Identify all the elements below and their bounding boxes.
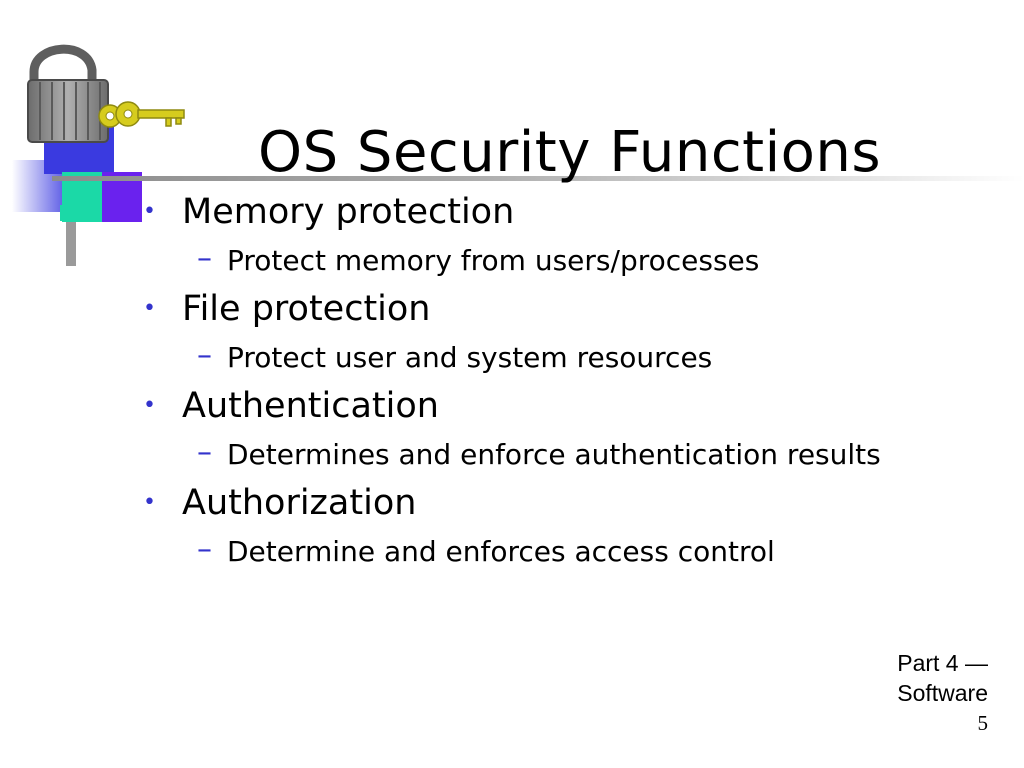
- padlock-with-keys-icon: [12, 44, 185, 266]
- bullet-dot: •: [143, 296, 156, 321]
- bullet: • Authorization: [140, 479, 1000, 527]
- bullet-label: Authentication: [182, 386, 439, 426]
- sub-bullet: – Determine and enforces access control: [140, 527, 1000, 576]
- bullet-label: Authorization: [182, 483, 417, 523]
- title-divider: [52, 176, 1024, 181]
- sub-bullet-dash: –: [197, 435, 212, 470]
- bullet-item-authentication: • Authentication – Determines and enforc…: [140, 382, 1000, 479]
- sub-bullet: – Protect memory from users/processes: [140, 236, 1000, 285]
- bullet-dot: •: [143, 199, 156, 224]
- bullet-item-file-protection: • File protection – Protect user and sys…: [140, 285, 1000, 382]
- sub-bullet-dash: –: [197, 338, 212, 373]
- slide-footer: Part 4 ⎯⎯ Software 5: [897, 648, 988, 738]
- bullet-item-memory-protection: • Memory protection – Protect memory fro…: [140, 188, 1000, 285]
- sub-bullet-label: Determine and enforces access control: [227, 535, 775, 568]
- bullet-dot: •: [143, 490, 156, 515]
- sub-bullet-dash: –: [197, 241, 212, 276]
- bullet: • Authentication: [140, 382, 1000, 430]
- sub-bullet-label: Protect user and system resources: [227, 341, 713, 374]
- bullet-label: File protection: [182, 289, 431, 329]
- sub-bullet-dash: –: [197, 532, 212, 567]
- sub-bullet: – Determines and enforce authentication …: [140, 430, 1000, 479]
- bullet-list: • Memory protection – Protect memory fro…: [140, 188, 1000, 576]
- bullet: • File protection: [140, 285, 1000, 333]
- bullet-label: Memory protection: [182, 192, 515, 232]
- page-title: OS Security Functions: [258, 119, 882, 185]
- footer-section: Part 4 ⎯⎯: [897, 650, 988, 676]
- bullet-dot: •: [143, 393, 156, 418]
- bullet: • Memory protection: [140, 188, 1000, 236]
- sub-bullet-label: Determines and enforce authentication re…: [227, 438, 881, 471]
- sub-bullet: – Protect user and system resources: [140, 333, 1000, 382]
- bullet-item-authorization: • Authorization – Determine and enforces…: [140, 479, 1000, 576]
- sub-bullet-label: Protect memory from users/processes: [227, 244, 760, 277]
- footer-section-name: Software: [897, 680, 988, 706]
- page-number: 5: [977, 711, 989, 735]
